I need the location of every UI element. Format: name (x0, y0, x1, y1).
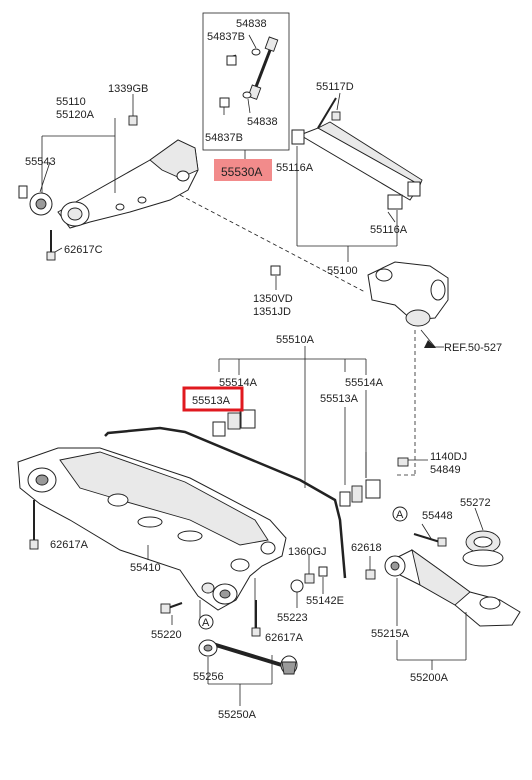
knuckle-drawing (270, 261, 449, 327)
label-55120a: 55120A (56, 109, 95, 121)
label-54837b-top: 54837B (207, 31, 245, 43)
highlight-box-55513a (182, 386, 244, 412)
label-55514a-left: 55514A (219, 377, 258, 389)
subframe-drawing (17, 447, 287, 614)
label-55514a-right: 55514A (345, 377, 384, 389)
marker-a-right-circle (392, 506, 408, 522)
marker-a-left-circle (198, 614, 214, 630)
label-55543: 55543 (25, 156, 56, 168)
stabilizer-bar-drawing (104, 409, 409, 579)
label-55116a-top: 55116A (276, 162, 314, 174)
label-55250a: 55250A (218, 709, 257, 721)
stabilizer-link-drawing (219, 36, 279, 108)
stabilizer-link-inset-box (202, 12, 290, 151)
label-62617a-mid: 62617A (265, 632, 304, 644)
label-54837b-bottom: 54837B (205, 132, 243, 144)
label-55272: 55272 (460, 497, 491, 509)
label-55510a: 55510A (276, 334, 315, 346)
label-1350vd: 1350VD (253, 293, 293, 305)
highlight-55530a (214, 159, 272, 181)
lower-link-drawing (198, 639, 298, 675)
label-55530a: 55530A (221, 165, 262, 179)
label-1351jd: 1351JD (253, 306, 291, 318)
label-55117d: 55117D (316, 81, 354, 93)
trailing-arm-drawing (18, 115, 199, 261)
label-62617a-left: 62617A (50, 539, 89, 551)
label-55410: 55410 (130, 562, 161, 574)
label-1339gb: 1339GB (108, 83, 148, 95)
label-55215a: 55215A (371, 628, 410, 640)
label-62618: 62618 (351, 542, 382, 554)
label-marker-a-right: A (396, 509, 404, 521)
label-55220: 55220 (151, 629, 182, 641)
label-55200a: 55200A (410, 672, 449, 684)
label-ref: REF.50-527 (444, 342, 502, 354)
label-55110: 55110 (56, 96, 86, 108)
label-55448: 55448 (422, 510, 453, 522)
label-55256: 55256 (193, 671, 224, 683)
label-1140dj: 1140DJ (430, 451, 467, 463)
label-55100: 55100 (327, 265, 358, 277)
upper-arm-drawing (291, 97, 423, 210)
label-55116a-right: 55116A (370, 224, 408, 236)
lower-arm-drawing (384, 530, 521, 627)
label-55142e: 55142E (306, 595, 344, 607)
label-55223: 55223 (277, 612, 308, 624)
label-54838-top: 54838 (236, 18, 267, 30)
small-parts-drawing (290, 566, 376, 593)
label-54849: 54849 (430, 464, 461, 476)
label-1360gj: 1360GJ (288, 546, 327, 558)
label-54838-bottom: 54838 (247, 116, 278, 128)
label-62617c: 62617C (64, 244, 103, 256)
label-55513a-left: 55513A (192, 395, 231, 407)
label-55513a-right: 55513A (320, 393, 359, 405)
label-marker-a-left: A (202, 617, 210, 629)
